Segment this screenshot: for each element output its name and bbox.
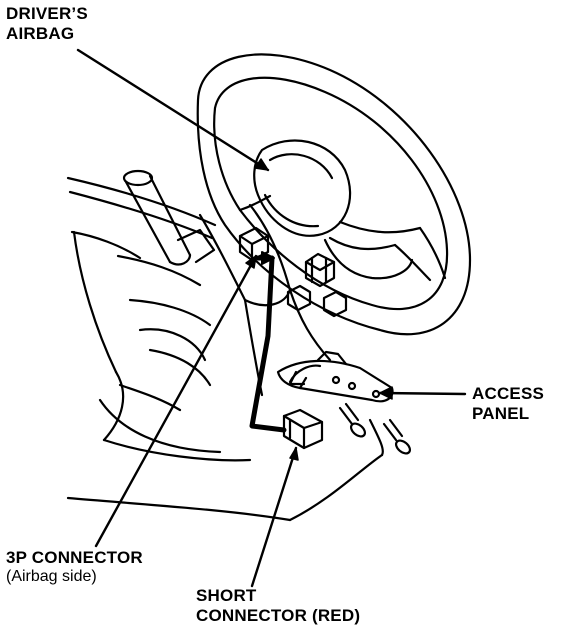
leader-arrowheads: [245, 158, 393, 461]
drivers-airbag-label: DRIVER’S AIRBAG: [6, 4, 88, 43]
connection-path: [249, 255, 287, 433]
access-panel-label-line1: ACCESS: [472, 384, 545, 403]
leader-lines: [76, 48, 467, 588]
short-connector-label: SHORT CONNECTOR (RED): [196, 586, 360, 625]
leader-drivers-airbag: [76, 48, 270, 172]
leader-access-panel: [378, 391, 467, 396]
access-panel: [276, 350, 394, 403]
leader-short-connector: [250, 446, 298, 588]
access-panel-label-line2: PANEL: [472, 403, 530, 423]
turn-signal-stalk: [122, 169, 216, 266]
access-panel-label: ACCESS PANEL: [472, 384, 544, 423]
short-connector: [282, 408, 324, 450]
wheel-harness-connector: [304, 252, 336, 288]
drivers-airbag-label-line2: AIRBAG: [6, 23, 75, 43]
3p-connector-label-line2: (Airbag side): [6, 567, 97, 585]
3p-connector-label-line1: 3P CONNECTOR: [6, 548, 143, 567]
short-connector-label-line1: SHORT: [196, 586, 257, 605]
connection-arrowhead: [261, 251, 275, 265]
column-connectors: [286, 284, 348, 318]
3p-connector: [238, 226, 270, 262]
short-connector-label-line2: CONNECTOR (RED): [196, 605, 361, 625]
screws: [338, 402, 412, 455]
drivers-airbag-label-line1: DRIVER’S: [6, 4, 88, 23]
dashboard-outline: [66, 176, 384, 522]
leader-3p-connector: [94, 254, 258, 548]
3p-connector-label: 3P CONNECTOR (Airbag side): [6, 548, 143, 586]
steering-wheel: [196, 53, 472, 336]
